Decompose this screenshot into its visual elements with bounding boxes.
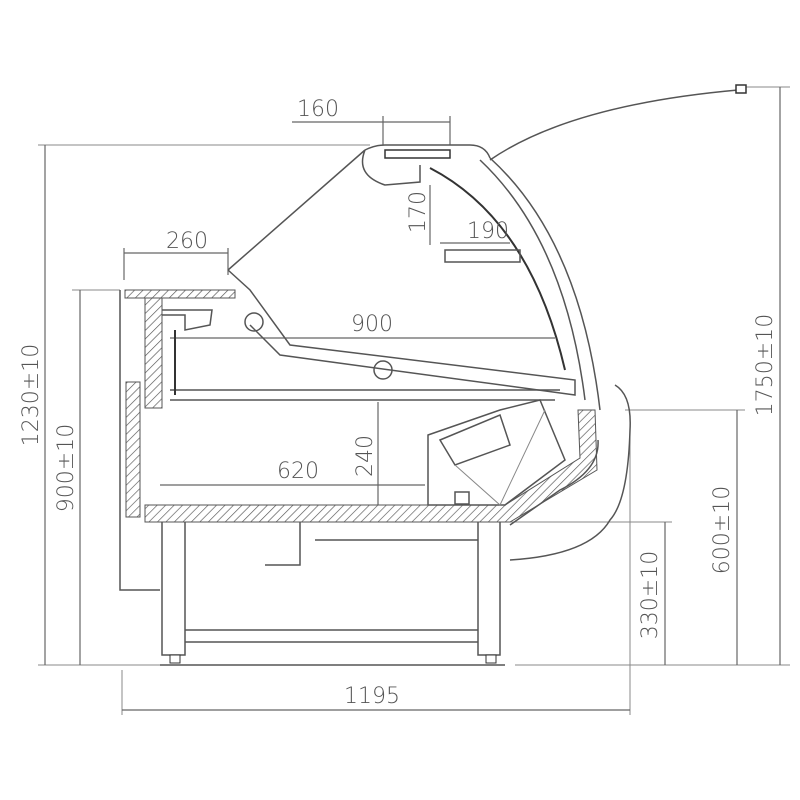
top-shelf <box>124 289 236 299</box>
extension-lines <box>38 86 790 715</box>
dim-240: 240 <box>353 435 378 477</box>
rear-door <box>125 381 141 518</box>
dim-1195: 1195 <box>344 684 400 709</box>
dim-900-height: 900±10 <box>54 424 79 512</box>
dim-1230: 1230±10 <box>19 344 44 446</box>
dimension-lines <box>44 87 781 711</box>
dim-1750: 1750±10 <box>753 314 778 416</box>
insulated-tub <box>144 409 598 523</box>
counter-body <box>119 84 747 666</box>
back-wall <box>144 297 163 409</box>
dimension-labels: 160 260 900 170 190 620 240 1230±10 900±… <box>19 97 778 709</box>
dim-600: 600±10 <box>710 486 735 574</box>
dim-160: 160 <box>297 97 339 122</box>
dim-260: 260 <box>166 229 208 254</box>
dim-900: 900 <box>351 312 393 337</box>
dim-620: 620 <box>277 459 319 484</box>
dim-170: 170 <box>406 191 431 233</box>
dim-330: 330±10 <box>638 551 663 639</box>
dim-190: 190 <box>467 219 509 244</box>
